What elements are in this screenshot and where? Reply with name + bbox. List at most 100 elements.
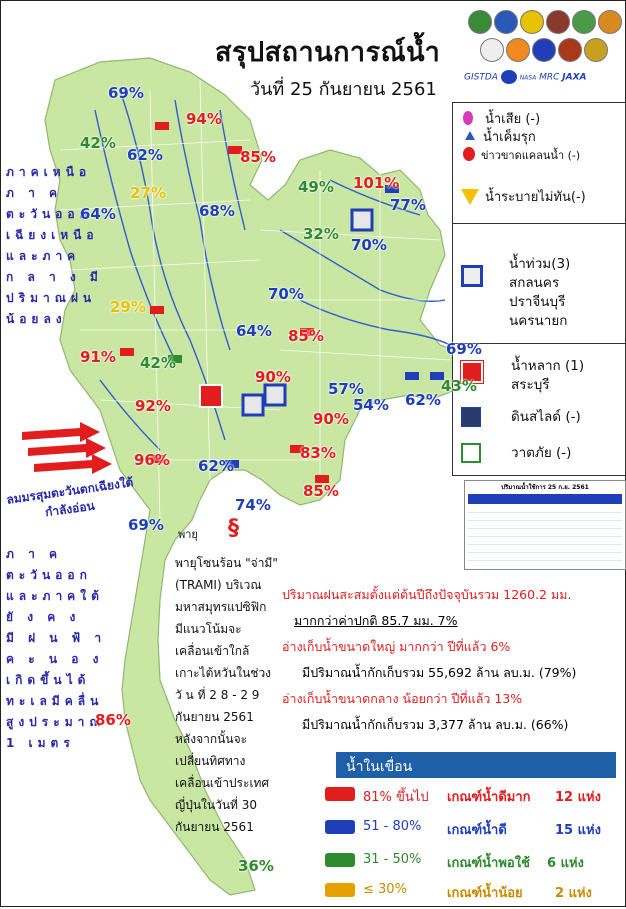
legend-saltwater: น้ำเค็มรุก: [483, 130, 536, 145]
drought-icon: [463, 147, 475, 161]
dam-percentage: 64%: [80, 205, 116, 223]
storm-line: เกาะไต้หวันในช่วง: [175, 666, 272, 680]
storm-line: พายุโซนร้อน "จ่ามี": [175, 556, 278, 570]
dam-percentage: 92%: [135, 397, 171, 415]
dam-range: ≤ 30%: [363, 882, 407, 897]
dam-percentage: 49%: [298, 178, 334, 196]
medium-reservoir-storage: มีปริมาณน้ำกักเก็บรวม 3,377 ล้าน ลบ.ม. (…: [302, 717, 569, 732]
storm-title: พายุ: [178, 528, 198, 541]
dam-percentage: 85%: [303, 482, 339, 500]
dam-label: เกณฑ์น้ำดี: [447, 823, 507, 838]
dam-percentage: 94%: [186, 110, 222, 128]
dam-count: 12 แห่ง: [555, 790, 601, 805]
dam-percentage: 42%: [140, 354, 176, 372]
dam-legend-row: 51 - 80% เกณฑ์น้ำดี 15 แห่ง: [325, 818, 625, 846]
flood-marker-prachinburi: [241, 393, 265, 417]
dam-percentage: 64%: [236, 322, 272, 340]
dam-legend-title: น้ำในเขื่อน: [346, 759, 413, 775]
table-header: [468, 494, 622, 504]
region-line: และภาคใต้: [6, 589, 104, 603]
logo-icon: [558, 38, 582, 62]
dam-percentage: 70%: [351, 236, 387, 254]
logo-icon: [546, 10, 570, 34]
dam-legend-header: น้ำในเขื่อน: [336, 752, 616, 778]
logo-nasa: NASA: [519, 74, 537, 82]
legend-divider: [453, 223, 625, 224]
dam-count: 6 แห่ง: [547, 856, 584, 871]
dam-percentage: 36%: [238, 857, 274, 875]
region-line: ยั ง ค ง: [6, 610, 81, 624]
table-title: ปริมาณน้ำใช้การ 25 ก.ย. 2561: [501, 484, 589, 491]
rain-above-normal: มากกว่าค่าปกติ 85.7 มม. 7%: [294, 613, 458, 628]
region-line: เกิดขึ้นได้: [6, 673, 91, 687]
flash-flood-marker-saraburi: [199, 384, 223, 408]
region-line: สูงประมาณ: [6, 715, 106, 729]
medium-reservoir-comparison: อ่างเก็บน้ำขนาดกลาง น้อยกว่า ปีที่แล้ว 1…: [282, 691, 523, 706]
gulf-of-thailand: [187, 500, 295, 720]
dam-count: 2 แห่ง: [555, 886, 592, 901]
dam-percentage: 62%: [127, 146, 163, 164]
landslide-icon: [461, 407, 481, 427]
logo-gistda: GISTDA: [464, 72, 498, 83]
dam-percentage: 32%: [303, 225, 339, 243]
storm-legend-icon: [461, 443, 481, 463]
province-lines: [59, 79, 451, 521]
legend-wastewater: น้ำเสีย (-): [485, 112, 541, 127]
table-body: [468, 505, 622, 567]
dam-range: 31 - 50%: [363, 852, 422, 867]
dam-percentage: 57%: [328, 380, 364, 398]
storm-line: ญี่ปุ่นในวันที่ 30: [175, 798, 258, 812]
legend-flood: น้ำท่วม(3) สกลนคร ปราจีนบุรี นครนายก: [509, 255, 570, 331]
flash-flood-icon: [460, 360, 484, 384]
hazard-legend: น้ำเสีย (-) น้ำเค็มรุก ข่าวขาดแคลนน้ำ (-…: [452, 102, 626, 476]
legend-divider: [453, 343, 625, 344]
region-line: ทะเลมีคลื่น: [6, 694, 104, 708]
dam-legend-row: 81% ขึ้นไป เกณฑ์น้ำดีมาก 12 แห่ง: [325, 785, 625, 813]
wastewater-icon: [463, 111, 473, 125]
dam-percentage: 91%: [80, 348, 116, 366]
dam-green-icon: [325, 853, 355, 867]
legend-landslide: ดินสไลด์ (-): [511, 409, 581, 425]
dam-percentage: 90%: [255, 368, 291, 386]
region-line: ค ะ น อ ง: [6, 652, 104, 666]
storm-line: กันยายน 2561: [175, 710, 254, 724]
nasa-icon: [500, 70, 517, 84]
dam-label: เกณฑ์น้ำน้อย: [447, 886, 523, 901]
logo-icon: [532, 38, 556, 62]
dam-blue-icon: [325, 820, 355, 834]
dam-percentage: 90%: [313, 410, 349, 428]
logo-icon: [494, 10, 518, 34]
legend-flash-flood-province: สระบุรี: [511, 377, 550, 393]
page-date: วันที่ 25 กันยายน 2561: [250, 79, 437, 100]
dam-legend-row: ≤ 30% เกณฑ์น้ำน้อย 2 แห่ง: [325, 881, 625, 909]
dam-percentage: 43%: [441, 377, 477, 395]
saltwater-icon: [465, 131, 475, 140]
legend-drain-overflow: น้ำระบายไม่ทัน(-): [485, 190, 586, 205]
logo-icon: [584, 38, 608, 62]
logo-icon: [480, 38, 504, 62]
water-volume-table: ปริมาณน้ำใช้การ 25 ก.ย. 2561: [464, 480, 626, 570]
dam-percentage: 70%: [268, 285, 304, 303]
dam-percentage: 86%: [95, 711, 131, 729]
dam-percentage: 69%: [108, 84, 144, 102]
dam-percentage: 85%: [288, 327, 324, 345]
dam-percentage: 85%: [240, 148, 276, 166]
region-line: ก ล า ง มี: [6, 270, 103, 284]
storm-description: พายุโซนร้อน "จ่ามี" (TRAMI) บริเวณ มหาสม…: [175, 552, 280, 838]
dam-percentage: 77%: [390, 196, 426, 214]
large-reservoir-comparison: อ่างเก็บน้ำขนาดใหญ่ มากกว่า ปีที่แล้ว 6%: [282, 639, 511, 654]
region-line: และภาค: [6, 249, 81, 263]
logo-icon: [572, 10, 596, 34]
map-north: [44, 57, 479, 896]
east-south-region-text: ภ า ค ตะวันออก และภาคใต้ ยั ง ค ง มี ฝ น…: [6, 544, 106, 754]
legend-flood-province: นครนายก: [509, 313, 568, 329]
dam-percentage: 27%: [130, 184, 166, 202]
flood-marker-sakon: [350, 208, 374, 232]
flood-icon: [461, 265, 483, 287]
dam-percentage: 96%: [134, 451, 170, 469]
logo-icon: [598, 10, 622, 34]
region-line: ตะวันออก: [6, 207, 92, 221]
legend-storm: วาตภัย (-): [511, 445, 572, 461]
dam-label: เกณฑ์น้ำดีมาก: [447, 790, 531, 805]
